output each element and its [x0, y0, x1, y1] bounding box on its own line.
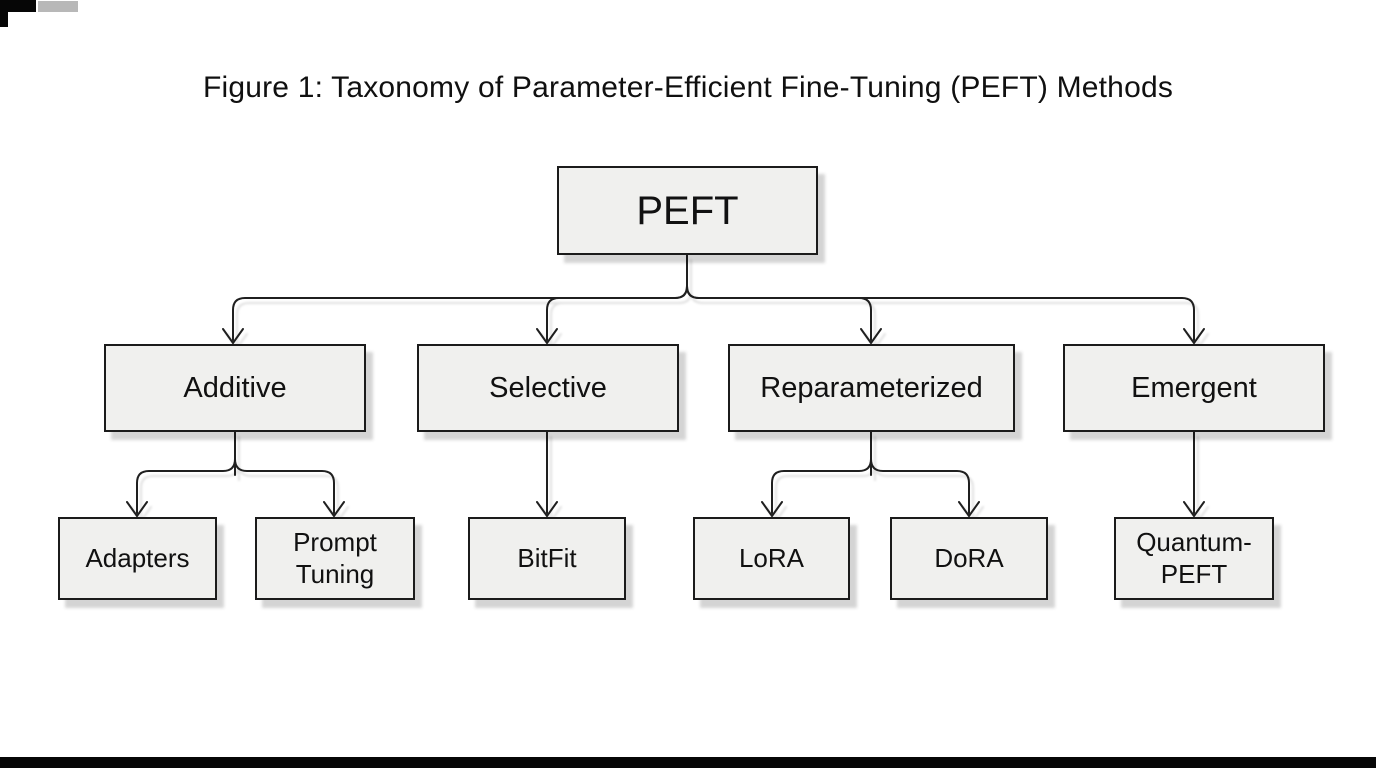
- node-bitfit: BitFit: [468, 517, 626, 600]
- node-adapters: Adapters: [58, 517, 217, 600]
- edge-reparameterized-lora: [771, 458, 872, 514]
- node-lora-label: LoRA: [738, 542, 805, 573]
- node-peft: PEFT: [557, 166, 818, 255]
- node-lora: LoRA: [693, 517, 850, 600]
- node-peft-label: PEFT: [636, 188, 739, 233]
- edge-additive-adapters: [136, 458, 236, 514]
- arrowhead-bitfit: [536, 501, 558, 518]
- edge-peft-reparameterized: [686, 285, 872, 341]
- arrowhead-additive: [222, 328, 244, 345]
- figure-title: Figure 1: Taxonomy of Parameter-Efficien…: [202, 71, 1174, 104]
- scan-artifact-bottom-bar: [0, 757, 1376, 768]
- scan-artifact-top-left-faint: [38, 1, 78, 12]
- node-emergent: Emergent: [1063, 344, 1325, 432]
- node-additive-label: Additive: [183, 371, 287, 404]
- arrowhead-dora: [958, 501, 980, 518]
- arrowhead-adapters: [126, 501, 148, 518]
- node-adapters-label: Adapters: [85, 542, 190, 573]
- node-reparameterized-label: Reparameterized: [760, 371, 983, 404]
- edge-peft-additive: [232, 285, 688, 341]
- node-quantum-peft-label: Quantum-PEFT: [1136, 527, 1252, 589]
- arrowhead-selective: [536, 328, 558, 345]
- node-prompt-tuning: Prompt Tuning: [255, 517, 415, 600]
- node-dora-label: DoRA: [934, 542, 1004, 573]
- arrowhead-reparameterized: [860, 328, 882, 345]
- node-quantum-peft: Quantum-PEFT: [1114, 517, 1274, 600]
- node-dora: DoRA: [890, 517, 1048, 600]
- edge-peft-selective: [546, 285, 688, 341]
- node-selective-label: Selective: [489, 371, 607, 404]
- arrowhead-quantum-peft: [1183, 501, 1205, 518]
- node-selective: Selective: [417, 344, 679, 432]
- edge-additive-prompt: [234, 458, 335, 514]
- node-additive: Additive: [104, 344, 366, 432]
- arrowhead-prompt-tuning: [323, 501, 345, 518]
- node-bitfit-label: BitFit: [517, 542, 577, 573]
- node-emergent-label: Emergent: [1131, 371, 1257, 404]
- scan-artifact-top-left-tail: [0, 0, 8, 27]
- scan-artifact-top-left: [0, 0, 36, 12]
- node-prompt-tuning-label: Prompt Tuning: [293, 527, 377, 589]
- edge-peft-emergent: [686, 285, 1195, 341]
- arrowhead-lora: [761, 501, 783, 518]
- arrowhead-emergent: [1183, 328, 1205, 345]
- edge-reparameterized-dora: [870, 458, 970, 514]
- node-reparameterized: Reparameterized: [728, 344, 1015, 432]
